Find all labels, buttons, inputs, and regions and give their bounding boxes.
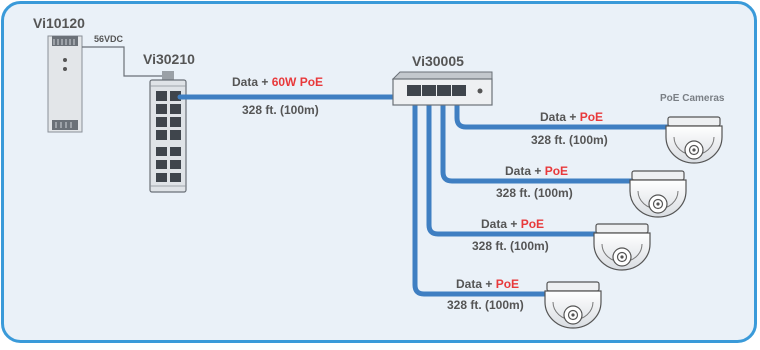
industrial-switch-device [149,71,187,193]
camera-cable-2 [440,94,635,184]
diagram-frame [1,1,757,343]
camera-cable-1 [454,94,671,130]
poe-camera-4 [544,281,602,329]
cam3-data-text: Data + [481,217,521,231]
cam2-link-label: Data + PoE [505,164,568,178]
cam2-link-distance: 328 ft. (100m) [496,186,573,200]
cam1-link-distance: 328 ft. (100m) [531,133,608,147]
cam4-link-distance: 328 ft. (100m) [447,298,524,312]
cam3-link-distance: 328 ft. (100m) [472,239,549,253]
power-supply-device [47,35,83,133]
main-link-poe-text: 60W PoE [272,75,323,89]
main-link-data-text: Data + [232,75,272,89]
cam4-data-text: Data + [456,277,496,291]
cam2-poe-text: PoE [545,164,568,178]
switch-label: Vi30210 [143,51,195,67]
psu-label: Vi10120 [33,15,85,31]
cables [177,94,671,297]
cam1-poe-text: PoE [580,110,603,124]
cam3-poe-text: PoE [521,217,544,231]
poe-camera-2 [629,170,687,218]
cam3-link-label: Data + PoE [481,217,544,231]
main-link-distance: 328 ft. (100m) [242,103,319,117]
cam1-data-text: Data + [540,110,580,124]
cam2-data-text: Data + [505,164,545,178]
cam4-poe-text: PoE [496,277,519,291]
main-link-label: Data + 60W PoE [232,75,323,89]
poe-camera-3 [593,223,651,271]
poe-cameras-label: PoE Cameras [660,93,725,104]
poe-switch-label: Vi30005 [412,53,464,69]
poe-camera-1 [665,116,723,164]
camera-cable-3 [426,94,598,237]
psu-voltage-label: 56VDC [94,34,124,44]
cam4-link-label: Data + PoE [456,277,519,291]
poe-switch-device [391,71,493,106]
camera-cable-4 [412,94,548,297]
cam1-link-label: Data + PoE [540,110,603,124]
